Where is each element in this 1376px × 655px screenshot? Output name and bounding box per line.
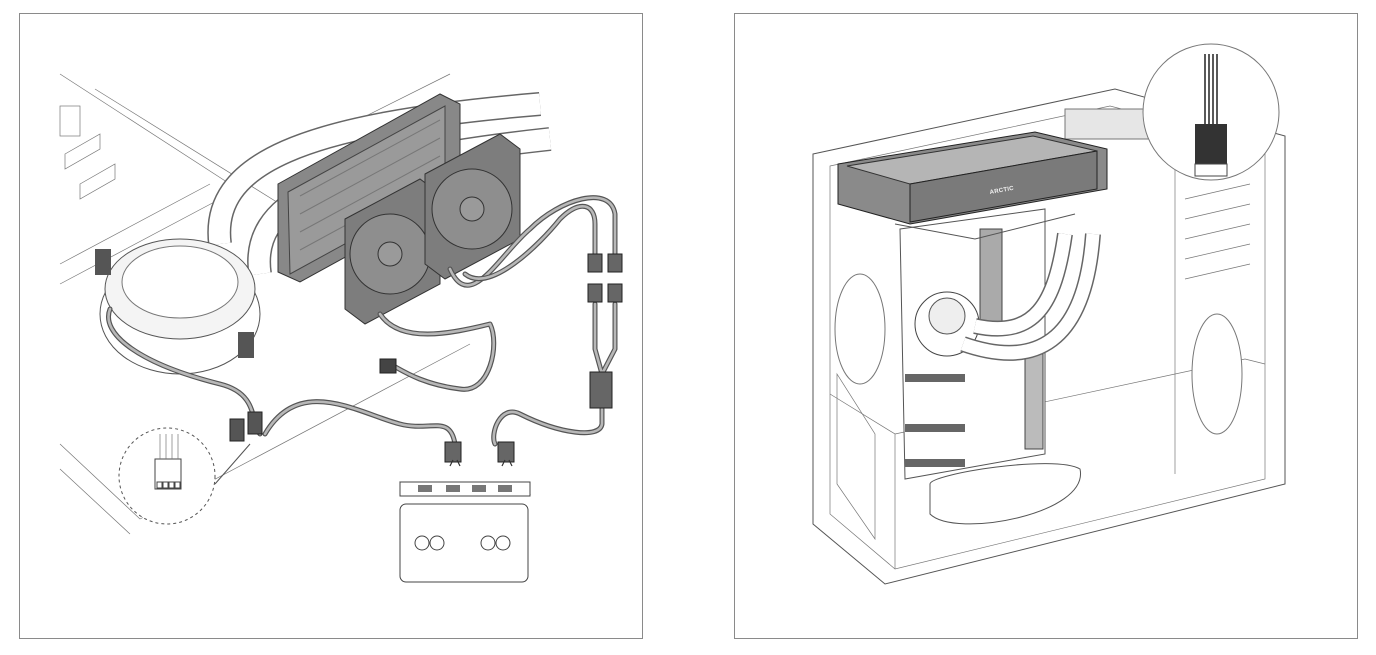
fan-hub bbox=[399, 459, 531, 583]
pump-block bbox=[95, 238, 261, 375]
cable-connectors bbox=[229, 253, 623, 463]
panel-case-installation-diagram: ARCTIC bbox=[734, 13, 1358, 639]
case-installation-illustration: ARCTIC bbox=[812, 43, 1286, 585]
fan-wiring-illustration bbox=[59, 73, 623, 583]
connector-detail-callout bbox=[1142, 43, 1280, 181]
pump-block bbox=[914, 291, 980, 357]
radiator-brand-label: ARCTIC bbox=[989, 186, 1014, 196]
top-radiator: ARCTIC bbox=[837, 131, 1108, 240]
panel-fan-wiring-diagram bbox=[19, 13, 643, 639]
fan-1 bbox=[344, 178, 441, 325]
connector-detail-callout bbox=[118, 427, 251, 525]
coolant-tubes bbox=[960, 232, 1101, 361]
fan-2 bbox=[424, 133, 521, 280]
